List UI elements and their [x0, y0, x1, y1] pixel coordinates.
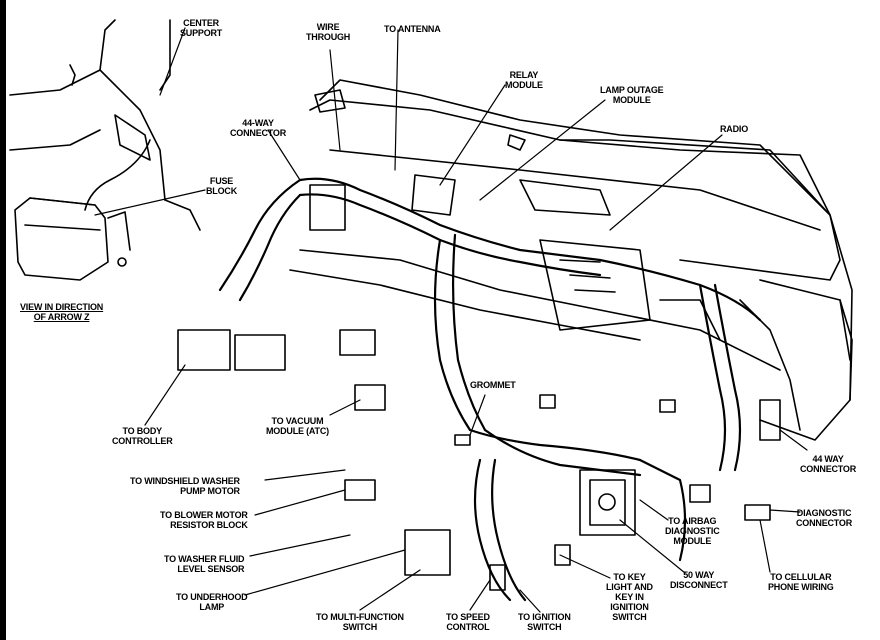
label-to-ignition-switch: TO IGNITION SWITCH — [518, 612, 571, 632]
label-to-airbag: TO AIRBAG DIAGNOSTIC MODULE — [665, 516, 720, 546]
label-44-way-connector-right: 44 WAY CONNECTOR — [800, 454, 857, 474]
scan-edge — [0, 0, 6, 640]
connectors — [177, 134, 781, 591]
label-view-arrow: VIEW IN DIRECTION OF ARROW Z — [20, 302, 104, 322]
label-to-multi-function: TO MULTI-FUNCTION SWITCH — [316, 612, 404, 632]
label-to-underhood-lamp: TO UNDERHOOD LAMP — [176, 592, 248, 612]
label-44-way-connector-top: 44-WAY CONNECTOR — [230, 118, 287, 138]
label-relay-module: RELAY MODULE — [505, 70, 543, 90]
label-fuse-block: FUSE BLOCK — [206, 176, 237, 196]
label-radio: RADIO — [720, 124, 748, 134]
label-to-washer-fluid: TO WASHER FLUID LEVEL SENSOR — [164, 554, 245, 574]
label-to-cellular: TO CELLULAR PHONE WIRING — [768, 572, 834, 592]
label-center-support: CENTER SUPPORT — [180, 18, 223, 38]
label-diagnostic-connector: DIAGNOSTIC CONNECTOR — [796, 508, 853, 528]
label-to-vacuum-module: TO VACUUM MODULE (ATC) — [266, 416, 329, 436]
label-to-body-controller: TO BODY CONTROLLER — [112, 426, 173, 446]
inset-view — [9, 19, 201, 281]
leader-lines — [94, 27, 808, 613]
instrument-panel — [289, 79, 853, 441]
label-to-blower-motor: TO BLOWER MOTOR RESISTOR BLOCK — [160, 510, 248, 530]
label-to-speed-control: TO SPEED CONTROL — [446, 612, 490, 632]
label-grommet: GROMMET — [470, 380, 516, 390]
label-wire-through: WIRE THROUGH — [306, 22, 351, 42]
wiring-harness — [218, 177, 762, 602]
label-to-antenna: TO ANTENNA — [384, 24, 441, 34]
label-to-key-light: TO KEY LIGHT AND KEY IN IGNITION SWITCH — [606, 572, 653, 622]
label-to-windshield-washer: TO WINDSHIELD WASHER PUMP MOTOR — [130, 476, 240, 496]
label-lamp-outage-module: LAMP OUTAGE MODULE — [600, 85, 664, 105]
label-50-way-disconnect: 50 WAY DISCONNECT — [670, 570, 728, 590]
